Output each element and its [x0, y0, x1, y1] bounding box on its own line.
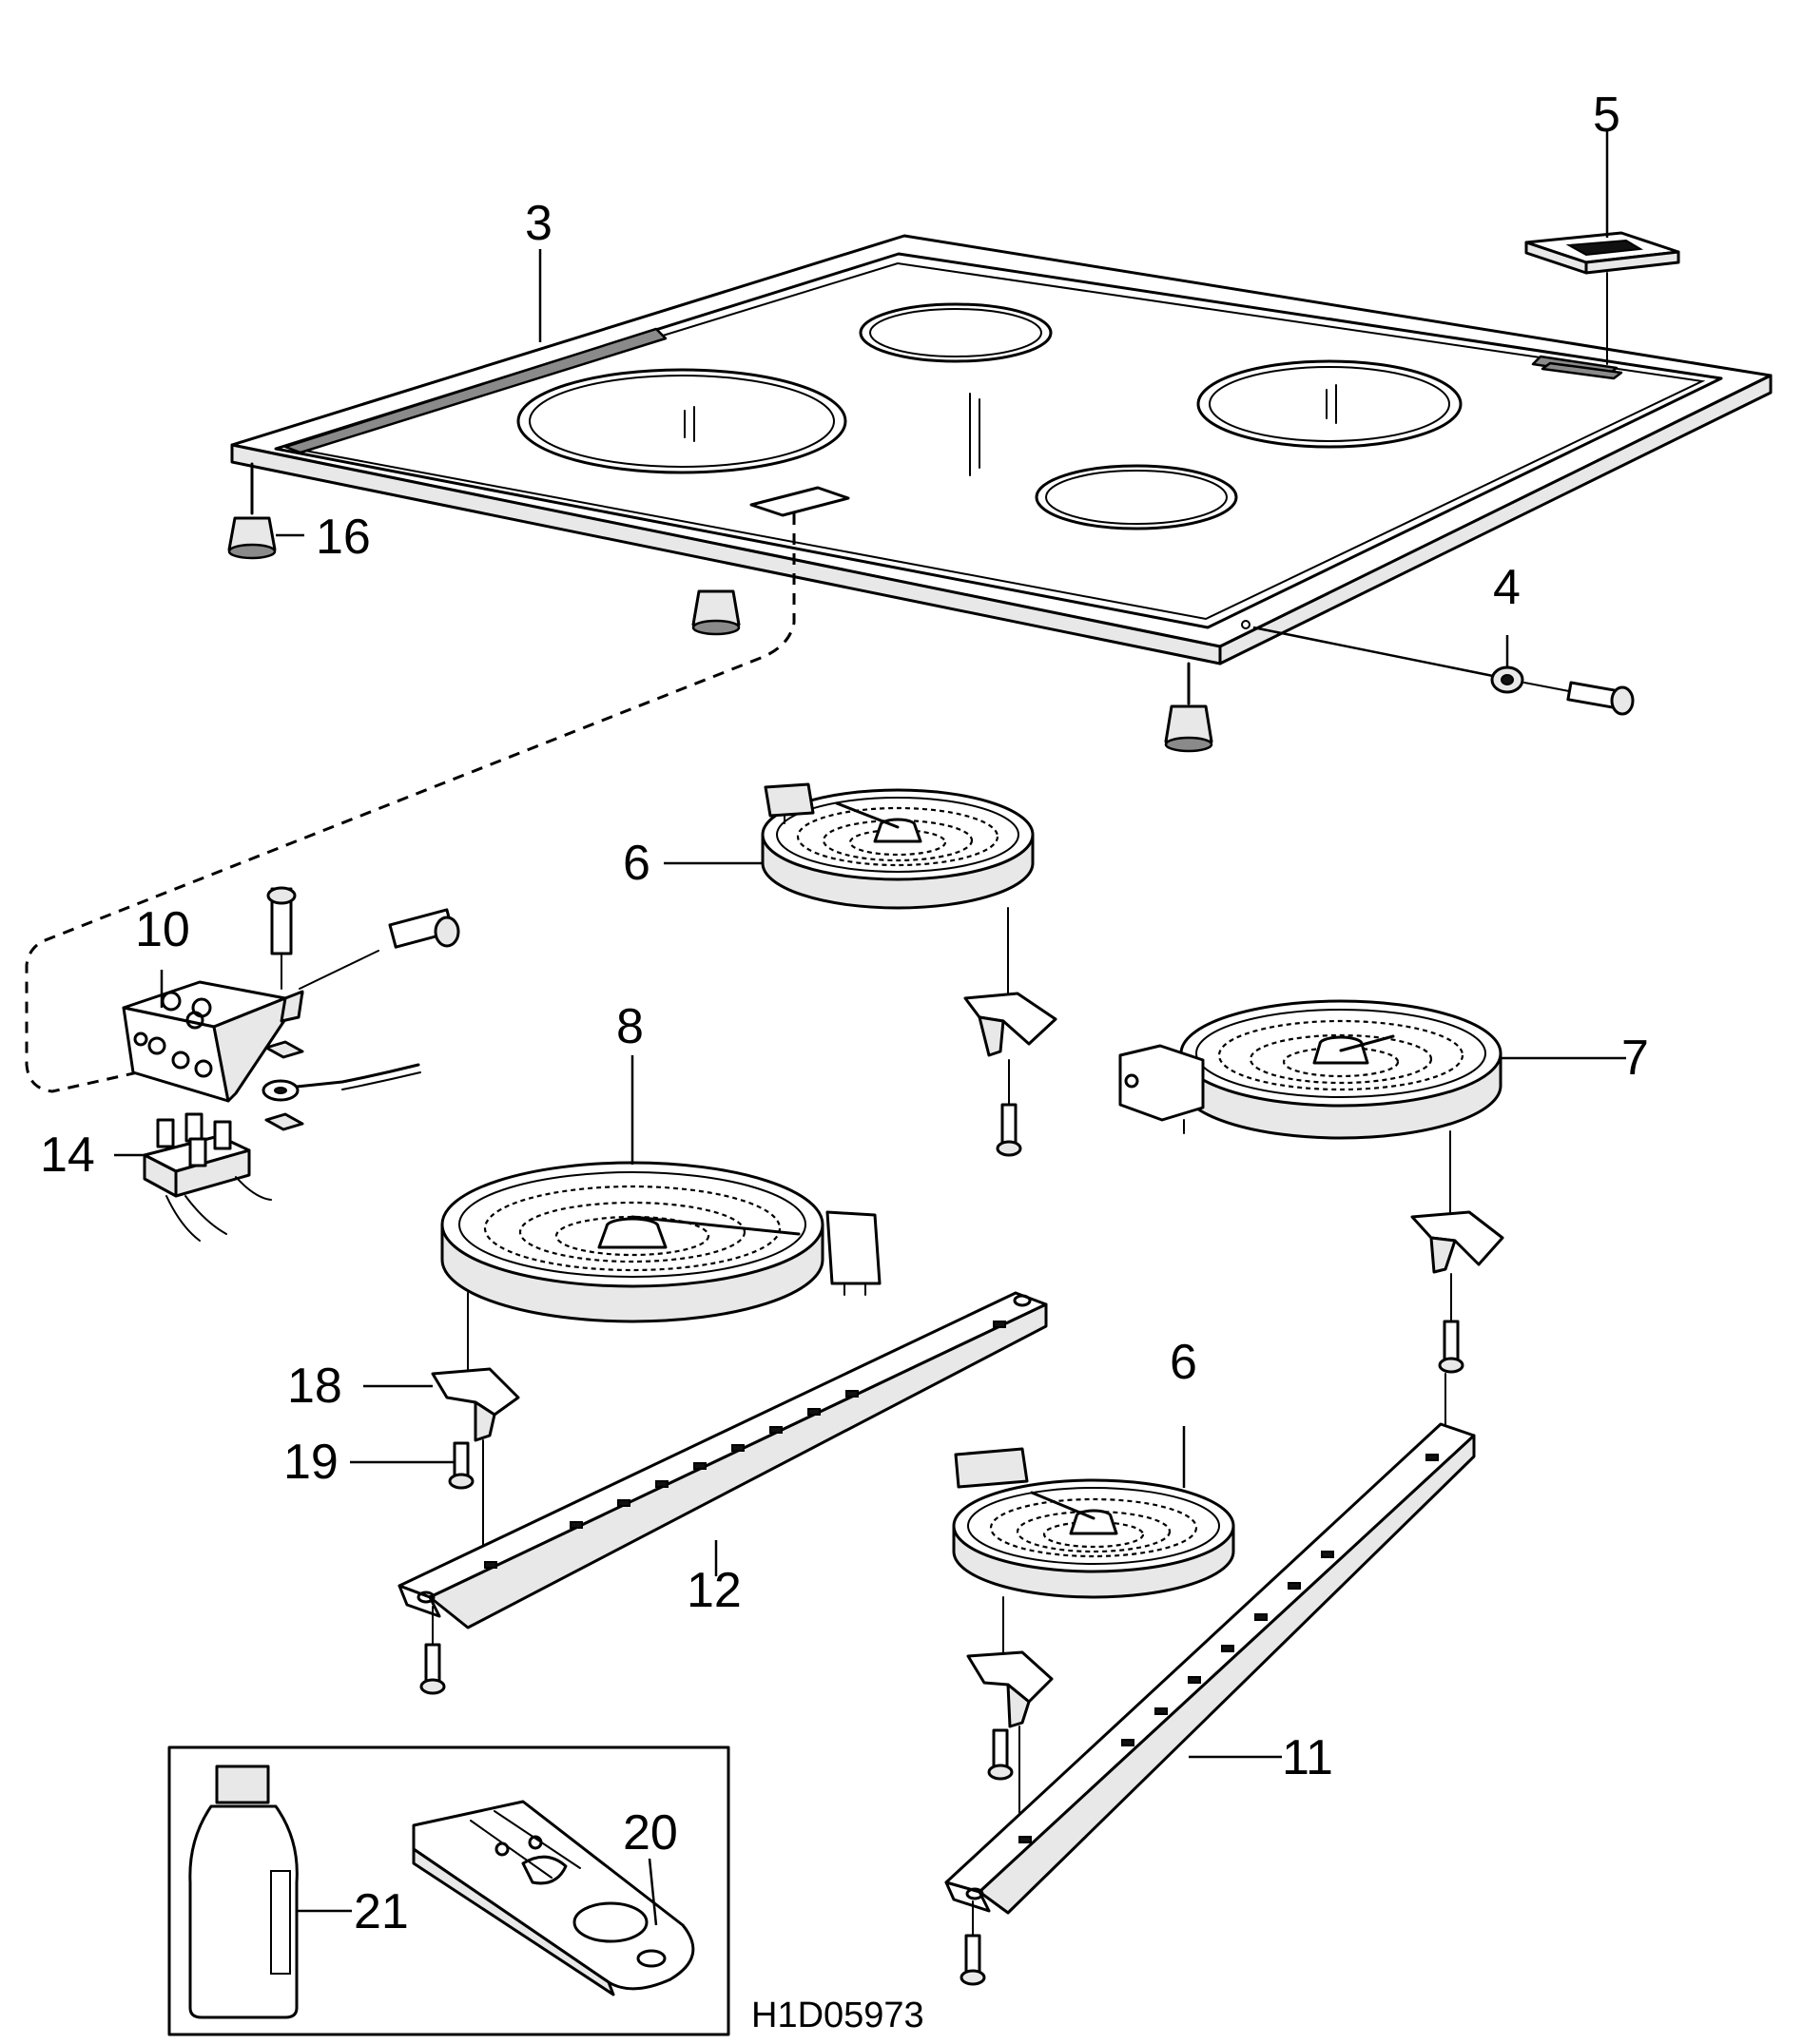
- heating-element-6-top: [761, 782, 1035, 1004]
- heating-element-8: [440, 1161, 882, 1370]
- mounting-clip-right: [1410, 1210, 1504, 1451]
- scraper-tool: [412, 1800, 695, 1996]
- side-screw-assembly: [1241, 620, 1635, 716]
- label-part-3: 3: [525, 196, 553, 251]
- label-part-8: 8: [616, 999, 644, 1054]
- label-part-18: 18: [287, 1359, 342, 1414]
- mounting-clip-lower: [966, 1650, 1054, 1836]
- label-part-4: 4: [1493, 560, 1521, 615]
- heating-element-7: [1118, 999, 1502, 1223]
- mounting-clip-18: [431, 1367, 520, 1560]
- label-part-5: 5: [1593, 87, 1620, 143]
- screw-19: [448, 1441, 475, 1490]
- terminal-block: [122, 886, 460, 1103]
- label-part-20: 20: [623, 1805, 678, 1861]
- label-part-6-bottom: 6: [1170, 1335, 1197, 1390]
- mounting-clip-upper: [963, 992, 1057, 1157]
- label-part-10: 10: [135, 902, 190, 957]
- drawing-code: H1D05973: [751, 1996, 924, 2035]
- label-part-16: 16: [316, 510, 371, 565]
- label-part-21: 21: [354, 1884, 409, 1939]
- cooking-zone-rings: [516, 302, 1463, 530]
- leader-lines: [114, 131, 1626, 1926]
- label-part-12: 12: [687, 1563, 742, 1618]
- label-part-11: 11: [1282, 1730, 1333, 1785]
- mains-connector: [143, 1112, 272, 1242]
- wiring-route: [25, 513, 796, 1093]
- rubber-feet: [227, 462, 1213, 753]
- label-part-6-top: 6: [623, 836, 650, 891]
- label-part-7: 7: [1621, 1031, 1649, 1086]
- heating-element-6-bottom: [952, 1447, 1235, 1655]
- earth-connection: [262, 1040, 421, 1131]
- support-bar-12: [397, 1291, 1048, 1695]
- part-labels: 3 5 4 16 6 7 8 10 14 18 19 12 6 11 20 21…: [40, 87, 1649, 2035]
- support-bar-11: [944, 1422, 1476, 1986]
- cooktop-panel: [230, 234, 1773, 665]
- vent-insert: [1524, 231, 1680, 365]
- label-part-14: 14: [40, 1128, 95, 1183]
- cleaner-bottle: [188, 1764, 299, 2019]
- accessory-kit-box: [167, 1745, 730, 2036]
- label-part-19: 19: [283, 1435, 339, 1490]
